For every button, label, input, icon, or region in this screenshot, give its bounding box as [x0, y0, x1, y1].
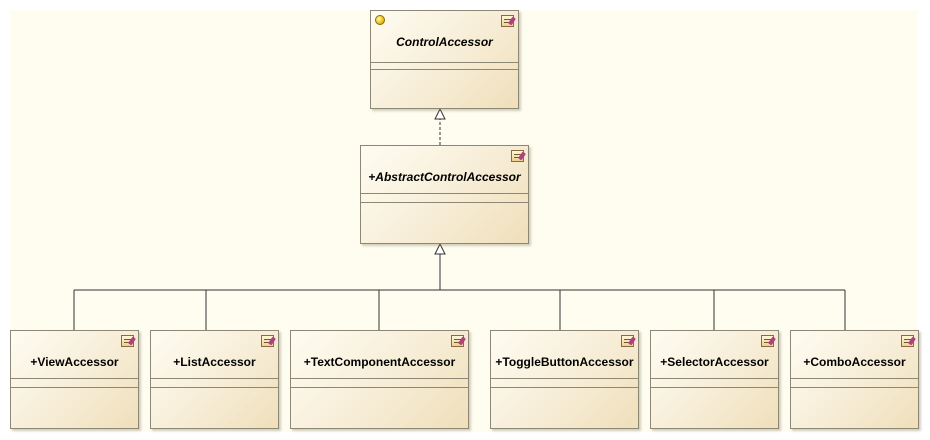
operations-separator — [361, 202, 528, 203]
class-icon — [761, 335, 774, 347]
attributes-separator — [361, 193, 528, 194]
class-name: +TextComponentAccessor — [291, 355, 468, 369]
operations-separator — [791, 387, 918, 388]
attributes-separator — [651, 378, 778, 379]
attributes-separator — [791, 378, 918, 379]
attributes-separator — [291, 378, 468, 379]
class-name: +ViewAccessor — [11, 355, 138, 369]
class-name: +ListAccessor — [151, 355, 278, 369]
operations-separator — [151, 387, 278, 388]
realization-arrowhead — [435, 109, 445, 119]
class-text-component-accessor[interactable]: +TextComponentAccessor — [290, 330, 469, 429]
class-view-accessor[interactable]: +ViewAccessor — [10, 330, 139, 429]
class-control-accessor[interactable]: ControlAccessor — [370, 10, 519, 109]
operations-separator — [11, 387, 138, 388]
class-icon — [121, 335, 134, 347]
attributes-separator — [371, 62, 518, 63]
attributes-separator — [491, 378, 638, 379]
interface-icon — [375, 15, 385, 25]
class-icon — [501, 15, 514, 27]
class-name: ControlAccessor — [371, 35, 518, 49]
class-icon — [901, 335, 914, 347]
class-name: +SelectorAccessor — [651, 355, 778, 369]
class-icon — [451, 335, 464, 347]
operations-separator — [491, 387, 638, 388]
class-icon — [511, 150, 524, 162]
class-abstract-control-accessor[interactable]: +AbstractControlAccessor — [360, 145, 529, 244]
attributes-separator — [151, 378, 278, 379]
class-name: +ToggleButtonAccessor — [491, 355, 638, 369]
class-toggle-button-accessor[interactable]: +ToggleButtonAccessor — [490, 330, 639, 429]
generalization-arrowhead — [435, 244, 445, 254]
class-list-accessor[interactable]: +ListAccessor — [150, 330, 279, 429]
attributes-separator — [11, 378, 138, 379]
operations-separator — [291, 387, 468, 388]
class-selector-accessor[interactable]: +SelectorAccessor — [650, 330, 779, 429]
class-icon — [261, 335, 274, 347]
operations-separator — [371, 69, 518, 70]
operations-separator — [651, 387, 778, 388]
class-icon — [621, 335, 634, 347]
class-name: +AbstractControlAccessor — [361, 170, 528, 184]
class-name: +ComboAccessor — [791, 355, 918, 369]
class-combo-accessor[interactable]: +ComboAccessor — [790, 330, 919, 429]
